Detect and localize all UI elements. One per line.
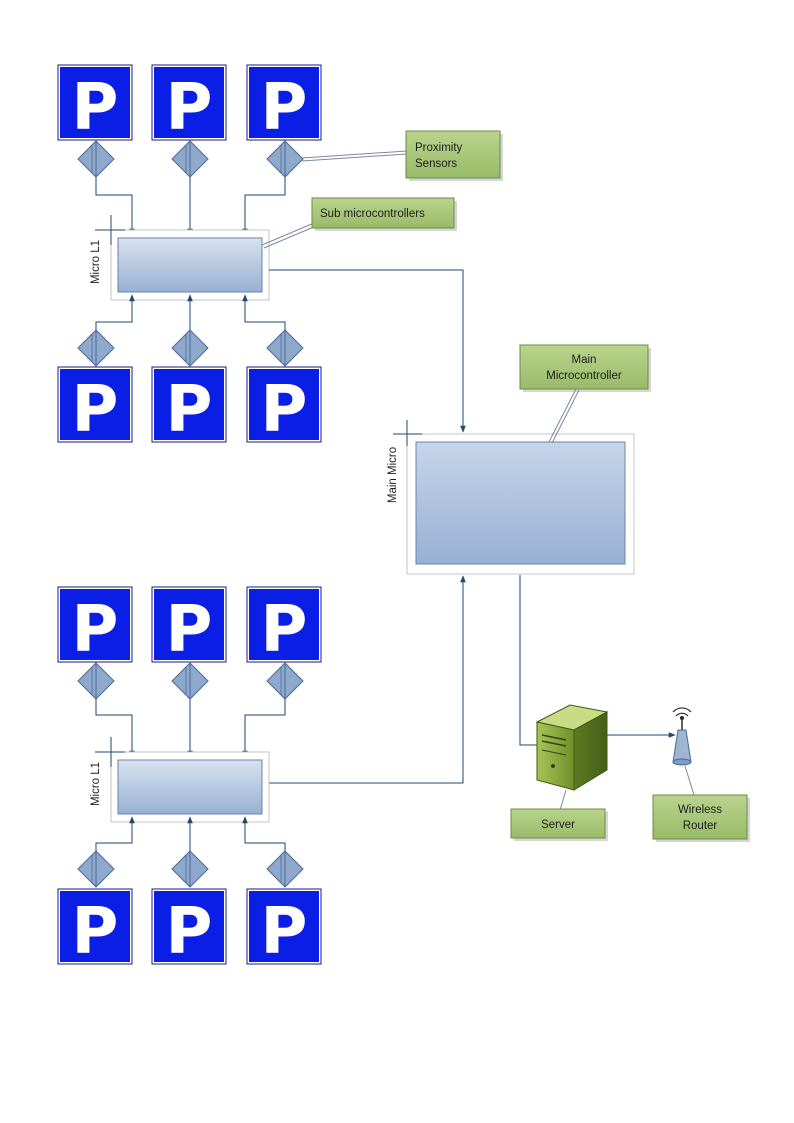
- proximity-sensor-icon: [77, 662, 115, 700]
- proximity-sensor-icon: [77, 140, 115, 178]
- parking-sign-icon: P: [246, 366, 322, 447]
- parking-letter: P: [166, 71, 213, 145]
- parking-sign-icon: P: [246, 586, 322, 667]
- sub-microcontroller: [95, 737, 270, 823]
- proximity-sensors-label: Proximity: [415, 142, 463, 154]
- wireless-router-callout: Wireless Router: [652, 765, 750, 842]
- parking-sign-icon: P: [246, 888, 322, 969]
- bottom-sensor-group: P P P: [57, 586, 322, 969]
- parking-letter: P: [261, 593, 308, 667]
- proximity-sensors-callout: Proximity Sensors: [301, 130, 503, 181]
- parking-letter: P: [72, 895, 119, 969]
- parking-letter: P: [261, 373, 308, 447]
- micro-l1-label: Micro L1: [90, 762, 102, 806]
- parking-letter: P: [72, 71, 119, 145]
- sub-microcontroller: [95, 215, 270, 301]
- proximity-sensors-label: Sensors: [415, 158, 457, 170]
- proximity-sensor-icon: [77, 850, 115, 888]
- wireless-router-label: Router: [683, 820, 718, 832]
- main-micro-label: Main Micro: [387, 447, 399, 503]
- proximity-sensor-icon: [266, 329, 304, 367]
- proximity-sensor-icon: [266, 140, 304, 178]
- parking-letter: P: [261, 71, 308, 145]
- server-label: Server: [541, 819, 575, 831]
- wireless-router-label: Wireless: [678, 804, 722, 816]
- parking-sign-icon: P: [151, 586, 227, 667]
- proximity-sensor-icon: [77, 329, 115, 367]
- parking-letter: P: [166, 593, 213, 667]
- proximity-sensor-icon: [171, 140, 209, 178]
- proximity-sensor-icon: [266, 850, 304, 888]
- server-callout: Server: [510, 789, 608, 841]
- parking-letter: P: [72, 593, 119, 667]
- parking-sign-icon: P: [57, 888, 133, 969]
- main-microcontroller-label: Microcontroller: [546, 370, 622, 382]
- proximity-sensor-icon: [266, 662, 304, 700]
- parking-letter: P: [72, 373, 119, 447]
- main-microcontroller-label: Main: [572, 354, 597, 366]
- sensor-connector: [95, 294, 286, 330]
- parking-sign-icon: P: [57, 586, 133, 667]
- top-sensor-group: P P P: [57, 64, 322, 447]
- parking-sign-icon: P: [151, 366, 227, 447]
- sub-microcontrollers-label: Sub microcontrollers: [320, 208, 425, 220]
- main-microcontroller-callout: Main Microcontroller: [519, 344, 651, 444]
- parking-sign-icon: P: [151, 64, 227, 145]
- parking-letter: P: [261, 895, 308, 969]
- sub-microcontrollers-callout: Sub microcontrollers: [261, 197, 457, 249]
- proximity-sensor-icon: [171, 329, 209, 367]
- parking-sign-icon: P: [57, 366, 133, 447]
- proximity-sensor-icon: [171, 850, 209, 888]
- parking-sign-icon: P: [151, 888, 227, 969]
- parking-letter: P: [166, 373, 213, 447]
- server-icon: [535, 704, 609, 791]
- wireless-router-icon: [672, 707, 692, 766]
- sensor-connector: [95, 816, 286, 851]
- parking-letter: P: [166, 895, 213, 969]
- parking-sign-icon: P: [246, 64, 322, 145]
- micro-l1-label: Micro L1: [90, 240, 102, 284]
- proximity-sensor-icon: [171, 662, 209, 700]
- parking-sign-icon: P: [57, 64, 133, 145]
- main-microcontroller: [393, 420, 635, 575]
- sensor-connector: [95, 177, 286, 236]
- sensor-connector: [95, 699, 286, 758]
